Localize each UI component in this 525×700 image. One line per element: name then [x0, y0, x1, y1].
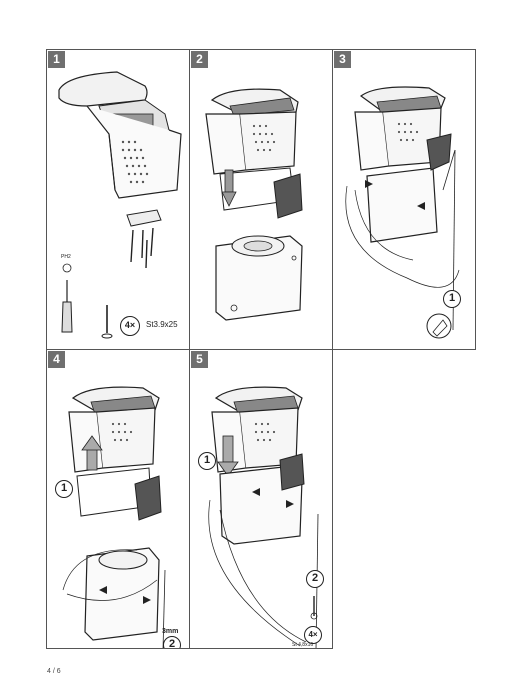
step-marker: 1: [55, 480, 73, 498]
screw-spec: St3.9x25: [146, 320, 178, 329]
step-number: 1: [48, 51, 65, 68]
armrest-illustration: [345, 86, 460, 339]
step-marker: 1: [198, 452, 216, 470]
quantity-badge: 4×: [304, 626, 322, 644]
screwdriver-tag: PH2: [61, 254, 71, 260]
step-number: 4: [48, 351, 65, 368]
screw-spec: St 4,8x16: [292, 642, 314, 648]
instruction-grid: 1: [46, 49, 476, 649]
step-number: 5: [191, 351, 208, 368]
page-number: 4 / 6: [47, 668, 61, 675]
step-marker: 2: [163, 636, 181, 648]
armrest-illustration: [205, 88, 303, 321]
step-number: 2: [191, 51, 208, 68]
step-panel-1: 1: [46, 49, 190, 350]
step-marker: 1: [443, 290, 461, 308]
armrest-illustration: [208, 386, 319, 648]
tool-size-label: 3mm: [162, 628, 179, 635]
armrest-illustration: [58, 71, 182, 339]
step-panel-3: 3 1: [332, 49, 476, 350]
step-panel-4: 4 1 2: [46, 349, 190, 649]
step-panel-5: 5 1 2 4× St 4,8x16: [189, 349, 333, 649]
step-number: 3: [334, 51, 351, 68]
step-marker: 2: [306, 570, 324, 588]
step-panel-2: 2: [189, 49, 333, 350]
armrest-illustration: [62, 386, 166, 648]
quantity-badge: 4×: [120, 316, 140, 336]
